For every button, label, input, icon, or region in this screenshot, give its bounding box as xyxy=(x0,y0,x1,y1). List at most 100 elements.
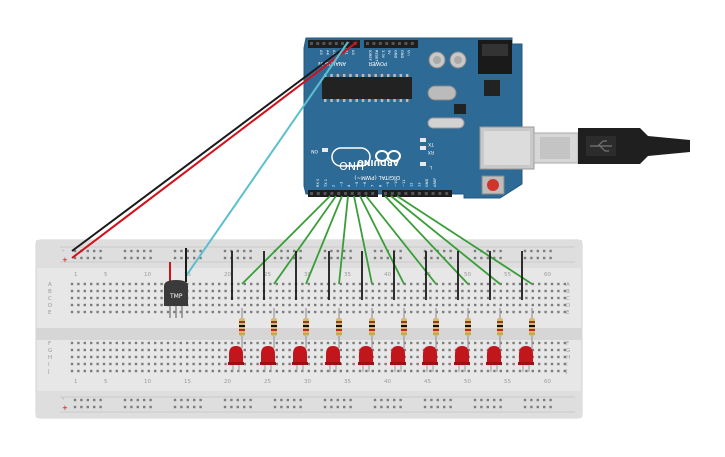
breadboard-hole xyxy=(326,341,330,345)
breadboard-hole xyxy=(275,310,278,314)
rail-hole xyxy=(536,256,539,260)
breadboard-hole xyxy=(275,289,278,293)
breadboard-hole xyxy=(352,282,355,286)
breadboard-hole xyxy=(70,341,74,345)
breadboard-hole xyxy=(160,348,163,352)
rail-hole xyxy=(149,249,152,253)
breadboard-hole xyxy=(198,296,202,300)
resistor-led-pair xyxy=(228,308,245,372)
led xyxy=(390,346,406,372)
breadboard-hole xyxy=(147,296,150,300)
breadboard-hole xyxy=(320,369,323,373)
rail-hole xyxy=(93,398,96,402)
breadboard-hole xyxy=(506,289,509,293)
rail-hole xyxy=(99,256,102,260)
breadboard-hole xyxy=(301,341,304,345)
breadboard-hole xyxy=(147,362,150,366)
breadboard-hole xyxy=(141,355,144,359)
breadboard-hole xyxy=(352,303,355,307)
breadboard-hole xyxy=(326,289,330,293)
breadboard-hole xyxy=(339,341,342,345)
breadboard-hole xyxy=(154,341,157,345)
rail-hole xyxy=(536,405,539,409)
breadboard-hole xyxy=(141,289,144,293)
resistor-led-array xyxy=(228,308,535,372)
breadboard-hole xyxy=(365,303,368,307)
row-letter: E xyxy=(48,310,52,316)
breadboard-hole xyxy=(70,369,74,373)
breadboard-hole xyxy=(435,289,438,293)
breadboard-hole xyxy=(109,296,112,300)
column-number: 15 xyxy=(184,379,191,385)
temperature-sensor: TMP xyxy=(164,280,188,318)
breadboard-hole xyxy=(243,341,246,345)
breadboard-hole xyxy=(518,282,522,286)
power-pin-label: GND xyxy=(394,50,398,58)
breadboard-hole xyxy=(147,289,150,293)
breadboard-hole xyxy=(192,303,195,307)
breadboard-hole xyxy=(326,282,330,286)
breadboard-hole xyxy=(493,282,496,286)
rail-hole xyxy=(393,398,396,402)
breadboard-hole xyxy=(256,355,259,359)
rail-minus-label-bottom: - xyxy=(62,395,65,403)
breadboard-hole xyxy=(416,296,419,300)
breadboard-hole xyxy=(512,282,515,286)
rail-hole xyxy=(530,249,533,253)
row-letter: C xyxy=(566,296,570,302)
breadboard-hole xyxy=(83,348,86,352)
breadboard-hole xyxy=(243,355,246,359)
breadboard-hole xyxy=(288,369,291,373)
breadboard-hole xyxy=(173,362,176,366)
row-letter: G xyxy=(566,348,570,354)
breadboard-hole xyxy=(314,369,317,373)
breadboard-hole xyxy=(192,296,195,300)
rail-hole xyxy=(93,256,96,260)
digital-pin-label: RX 0 xyxy=(316,178,320,187)
breadboard-hole xyxy=(186,348,189,352)
breadboard-hole xyxy=(218,310,221,314)
column-number: 45 xyxy=(424,379,431,385)
rail-hole xyxy=(249,405,252,409)
rail-hole xyxy=(330,405,333,409)
breadboard-hole xyxy=(275,355,278,359)
rail-hole xyxy=(286,405,289,409)
breadboard-hole xyxy=(525,289,528,293)
breadboard-hole xyxy=(550,303,554,307)
breadboard-hole xyxy=(90,303,93,307)
breadboard-hole xyxy=(397,282,400,286)
rail-hole xyxy=(430,256,433,260)
breadboard-hole xyxy=(416,362,419,366)
column-number: 35 xyxy=(344,272,351,278)
breadboard-hole xyxy=(160,310,163,314)
breadboard-hole xyxy=(480,282,483,286)
on-led-label: ON xyxy=(311,148,318,154)
rail-hole xyxy=(223,398,227,402)
rail-hole xyxy=(186,249,189,253)
breadboard-hole xyxy=(96,282,99,286)
signal-wire xyxy=(359,195,405,285)
breadboard-holes xyxy=(70,249,566,409)
breadboard-hole xyxy=(403,296,406,300)
breadboard-hole xyxy=(250,289,253,293)
breadboard-hole xyxy=(83,362,86,366)
breadboard-hole xyxy=(224,289,227,293)
breadboard-hole xyxy=(256,282,259,286)
breadboard-hole xyxy=(397,303,400,307)
breadboard-hole xyxy=(416,289,419,293)
breadboard-hole xyxy=(282,296,285,300)
digital-pin-label: 8 xyxy=(378,184,382,187)
breadboard-hole xyxy=(518,369,522,373)
breadboard-hole xyxy=(422,282,426,286)
breadboard-hole xyxy=(134,369,138,373)
rail-hole xyxy=(549,249,552,253)
breadboard-hole xyxy=(358,282,362,286)
rail-hole xyxy=(443,398,446,402)
breadboard-hole xyxy=(122,296,125,300)
breadboard-hole xyxy=(512,310,515,314)
rail-hole xyxy=(73,256,77,260)
signal-wire xyxy=(273,195,337,285)
breadboard-hole xyxy=(544,296,547,300)
breadboard-hole xyxy=(122,310,125,314)
row-letter: C xyxy=(48,296,52,302)
